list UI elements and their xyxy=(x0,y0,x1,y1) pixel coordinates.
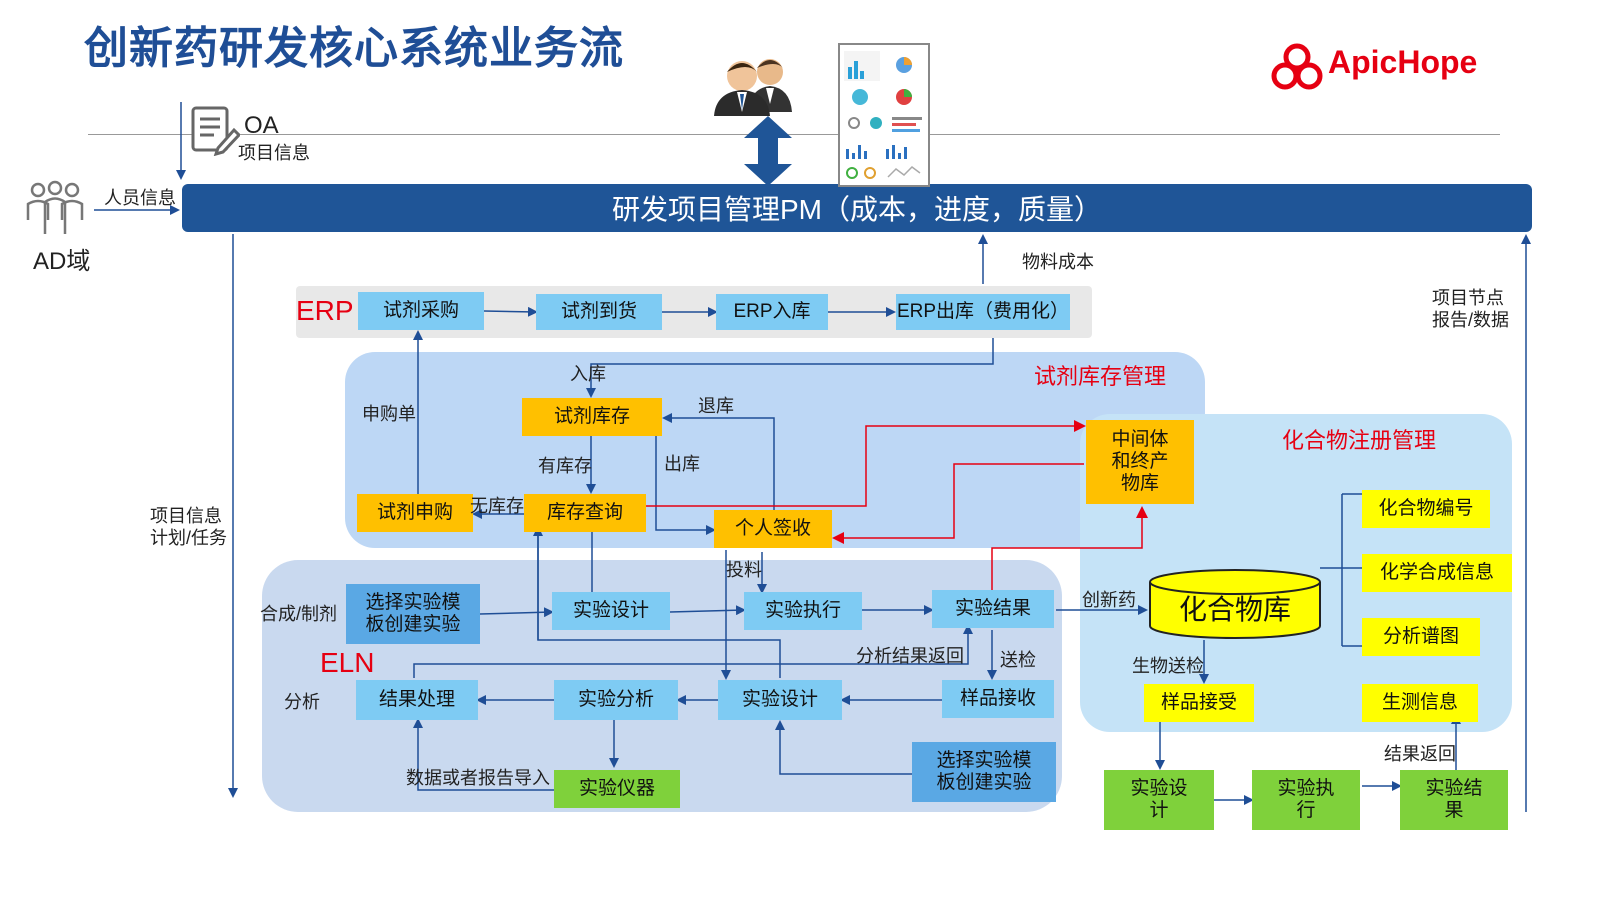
dashboard-icon xyxy=(838,43,930,187)
bio-experiment-execute-box[interactable]: 实验执 行 xyxy=(1252,770,1360,830)
erp-box-reagent-purchase[interactable]: 试剂采购 xyxy=(358,292,484,330)
reagent-purchase-request-box[interactable]: 试剂申购 xyxy=(357,494,473,532)
label-project-nodes: 项目节点 报告/数据 xyxy=(1432,288,1510,330)
oa-sub-label: 项目信息 xyxy=(238,143,310,163)
oa-label: OA xyxy=(244,112,279,139)
eln-instrument-box[interactable]: 实验仪器 xyxy=(554,770,680,808)
label-analysis-result-return: 分析结果返回 xyxy=(856,646,964,666)
label-outbound: 出库 xyxy=(664,454,700,474)
label-material-cost: 物料成本 xyxy=(1022,252,1094,272)
label-result-return: 结果返回 xyxy=(1384,744,1456,764)
label-innovative-drug: 创新药 xyxy=(1082,590,1136,610)
pm-bar[interactable]: 研发项目管理PM（成本，进度，质量） xyxy=(182,184,1532,232)
eln-result-processing-box[interactable]: 结果处理 xyxy=(356,680,478,720)
erp-box-erp-outbound[interactable]: ERP出库（费用化） xyxy=(896,294,1070,330)
label-in-stock: 有库存 xyxy=(538,456,592,476)
double-arrow-icon xyxy=(742,116,794,186)
bio-experiment-design-box[interactable]: 实验设 计 xyxy=(1104,770,1214,830)
label-bio-send: 生物送检 xyxy=(1132,656,1204,676)
eln-create-experiment-box[interactable]: 选择实验模 板创建实验 xyxy=(346,584,480,644)
intermediate-store-box[interactable]: 中间体 和终产 物库 xyxy=(1086,420,1194,504)
label-project-info-plan: 项目信息 计划/任务 xyxy=(150,506,228,548)
eln-experiment-design-box[interactable]: 实验设计 xyxy=(552,592,670,630)
label-return-stock: 退库 xyxy=(698,396,734,416)
users-icon xyxy=(704,52,800,116)
compound-region-title: 化合物注册管理 xyxy=(1282,428,1437,453)
compound-number-box[interactable]: 化合物编号 xyxy=(1362,490,1490,528)
erp-box-reagent-arrival[interactable]: 试剂到货 xyxy=(536,294,662,330)
eln-experiment-analysis-box[interactable]: 实验分析 xyxy=(554,680,678,720)
analysis-spectrum-box[interactable]: 分析谱图 xyxy=(1362,618,1480,656)
label-synthesis: 合成/制剂 xyxy=(260,604,338,624)
label-purchase-order: 申购单 xyxy=(362,404,416,424)
erp-title: ERP xyxy=(296,295,354,326)
ad-label: AD域 xyxy=(33,248,91,275)
ad-arrow-label: 人员信息 xyxy=(104,188,176,208)
label-analysis: 分析 xyxy=(284,692,320,712)
reagent-region-title: 试剂库存管理 xyxy=(1034,364,1167,389)
sample-accept-box[interactable]: 样品接受 xyxy=(1144,684,1254,722)
label-send-test: 送检 xyxy=(1000,650,1036,670)
logo-icon xyxy=(1270,42,1324,94)
eln-experiment-design2-box[interactable]: 实验设计 xyxy=(718,680,842,720)
chem-synthesis-info-box[interactable]: 化学合成信息 xyxy=(1362,554,1512,592)
label-data-import: 数据或者报告导入 xyxy=(406,768,550,788)
bio-info-box[interactable]: 生测信息 xyxy=(1362,684,1478,722)
logo-text: ApicHope xyxy=(1328,44,1478,80)
eln-experiment-result-box[interactable]: 实验结果 xyxy=(932,590,1054,628)
label-feeding: 投料 xyxy=(726,560,762,580)
divider-line xyxy=(88,134,1500,135)
compound-library-label: 化合物库 xyxy=(1178,593,1291,625)
people-group-icon xyxy=(24,180,86,238)
label-no-stock: 无库存 xyxy=(470,496,524,516)
label-inbound: 入库 xyxy=(570,364,606,384)
eln-title: ELN xyxy=(320,647,375,678)
eln-sample-receive-box[interactable]: 样品接收 xyxy=(942,680,1054,718)
erp-box-erp-inbound[interactable]: ERP入库 xyxy=(716,294,828,330)
reagent-stock-box[interactable]: 试剂库存 xyxy=(522,398,662,436)
eln-experiment-execute-box[interactable]: 实验执行 xyxy=(744,592,862,630)
bio-experiment-result-box[interactable]: 实验结 果 xyxy=(1400,770,1508,830)
document-icon xyxy=(190,104,242,157)
compound-library-icon[interactable] xyxy=(1148,568,1322,640)
eln-create-experiment2-box[interactable]: 选择实验模 板创建实验 xyxy=(912,742,1056,802)
stock-query-box[interactable]: 库存查询 xyxy=(524,494,646,532)
page-title: 创新药研发核心系统业务流 xyxy=(84,24,624,73)
personal-receipt-box[interactable]: 个人签收 xyxy=(714,510,832,548)
